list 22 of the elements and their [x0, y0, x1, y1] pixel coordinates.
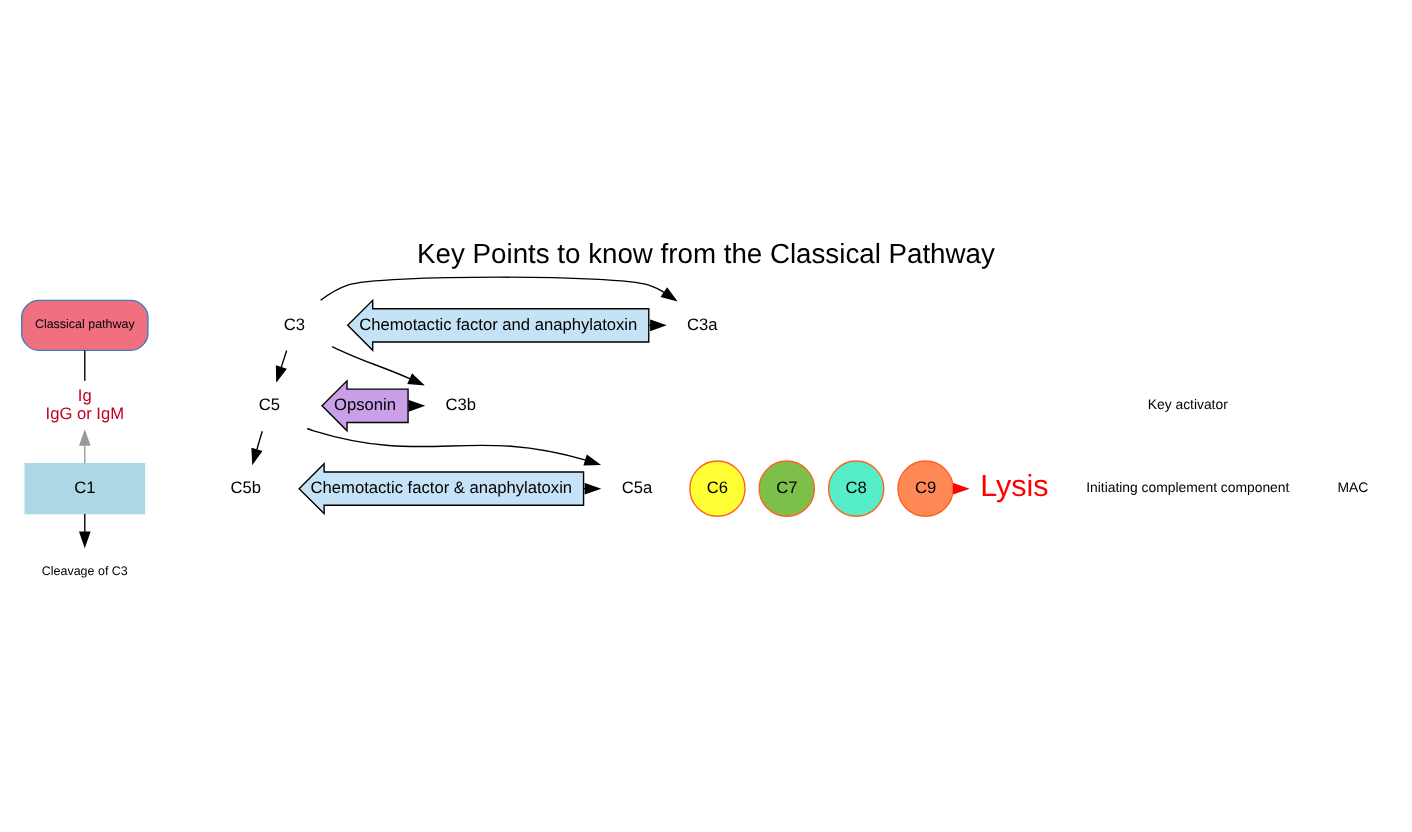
node-text: C3b	[445, 394, 477, 415]
arrow	[275, 349, 288, 383]
arrow	[251, 430, 263, 466]
node-circle: C7	[758, 460, 816, 517]
arrow	[78, 429, 91, 464]
arrow	[306, 427, 602, 466]
diagram-title: Key Points to know from the Classical Pathway	[417, 237, 995, 270]
arrow	[331, 345, 425, 386]
node-circle: C6	[689, 460, 746, 517]
node-text: C5	[258, 394, 280, 415]
connector	[84, 349, 86, 382]
arrow	[319, 276, 678, 302]
node-text: Lysis	[980, 470, 1049, 505]
arrow	[78, 513, 91, 549]
node-text: C5b	[230, 476, 261, 497]
node-text: Ig IgG or IgM	[45, 385, 125, 424]
node-text: C5a	[621, 476, 653, 497]
node-text: C3	[283, 313, 305, 334]
node-text: C3a	[686, 313, 718, 334]
node-box: C1	[24, 463, 146, 515]
node-circle: C8	[827, 460, 885, 517]
arrow	[407, 400, 426, 412]
